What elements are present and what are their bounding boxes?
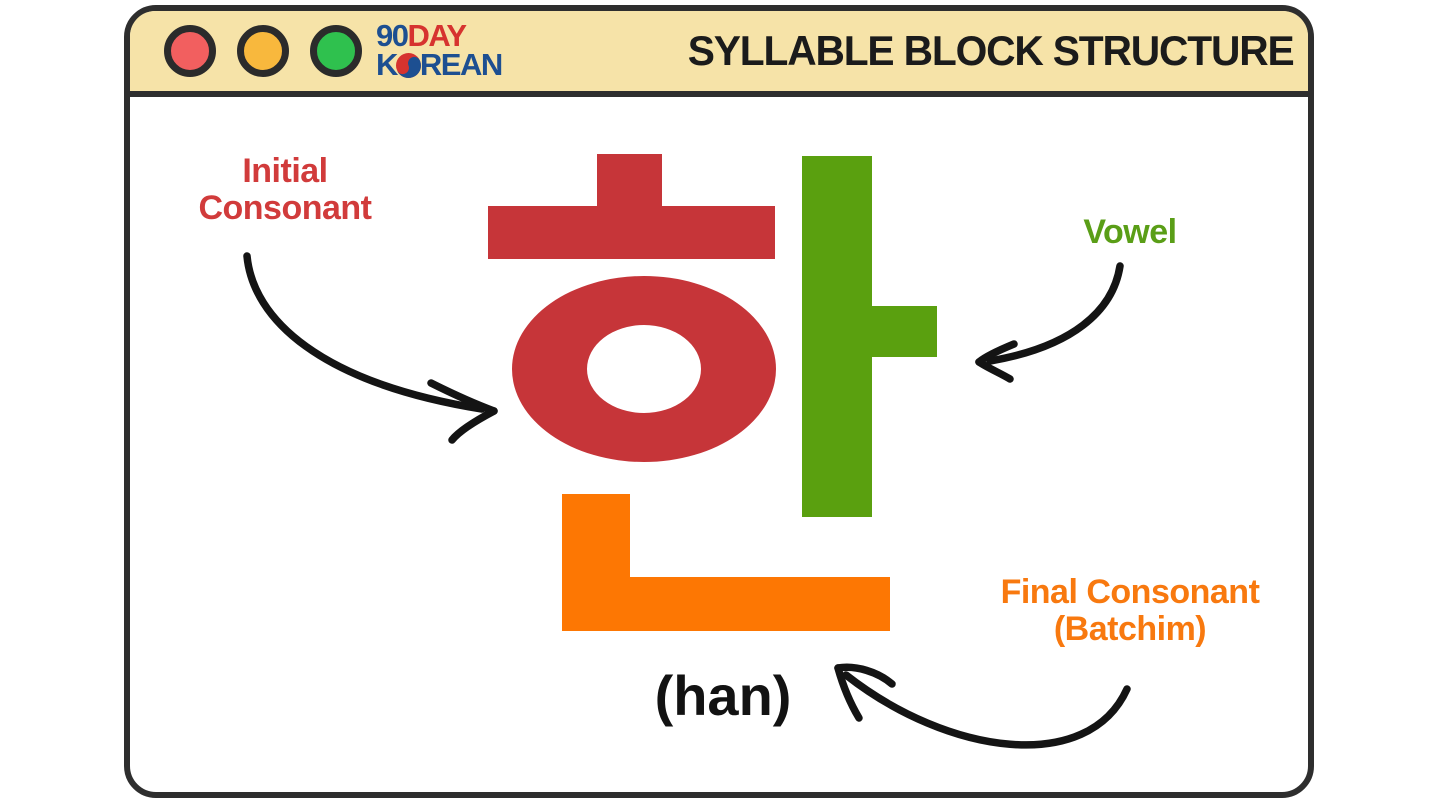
final-consonant-label-line2: (Batchim): [1053, 610, 1207, 649]
initial-consonant-arrow: [243, 252, 498, 444]
syllable-diagram: [243, 154, 1131, 749]
romanization-label: (han): [654, 664, 792, 727]
maximize-button[interactable]: [310, 25, 362, 77]
logo-k: K: [376, 47, 398, 82]
diagram-area: Initial Consonant Vowel Final Consonant …: [130, 97, 1308, 786]
final-consonant-arrow: [834, 663, 1131, 749]
initial-consonant-label-line2: Consonant: [198, 189, 372, 228]
initial-consonant-shape: [488, 154, 776, 462]
final-consonant-shape: [562, 494, 890, 631]
logo-line-2: K REAN: [376, 49, 503, 80]
logo-rean: REAN: [419, 47, 503, 82]
final-consonant-label-line1: Final Consonant: [1000, 573, 1260, 611]
logo-line-1: 90DAY: [376, 20, 502, 51]
vowel-arrow: [975, 262, 1124, 383]
vowel-shape: [802, 156, 937, 517]
taegeuk-icon: [395, 53, 421, 78]
traffic-lights: [164, 25, 362, 77]
initial-consonant-label: Initial Consonant: [145, 152, 425, 228]
close-button[interactable]: [164, 25, 216, 77]
logo-number: 90: [376, 18, 409, 54]
window-title: SYLLABLE BLOCK STRUCTURE: [688, 27, 1295, 74]
browser-window: 90DAY K REAN SYLLABLE BLOCK STRUCTURE: [124, 5, 1314, 798]
logo-day: DAY: [407, 18, 467, 54]
window-titlebar: 90DAY K REAN SYLLABLE BLOCK STRUCTURE: [130, 11, 1308, 97]
final-consonant-label: Final Consonant (Batchim): [960, 573, 1300, 649]
minimize-button[interactable]: [237, 25, 289, 77]
initial-consonant-label-line1: Initial: [242, 152, 328, 190]
vowel-label: Vowel: [1083, 213, 1177, 251]
ninety-day-korean-logo: 90DAY K REAN: [376, 20, 503, 80]
